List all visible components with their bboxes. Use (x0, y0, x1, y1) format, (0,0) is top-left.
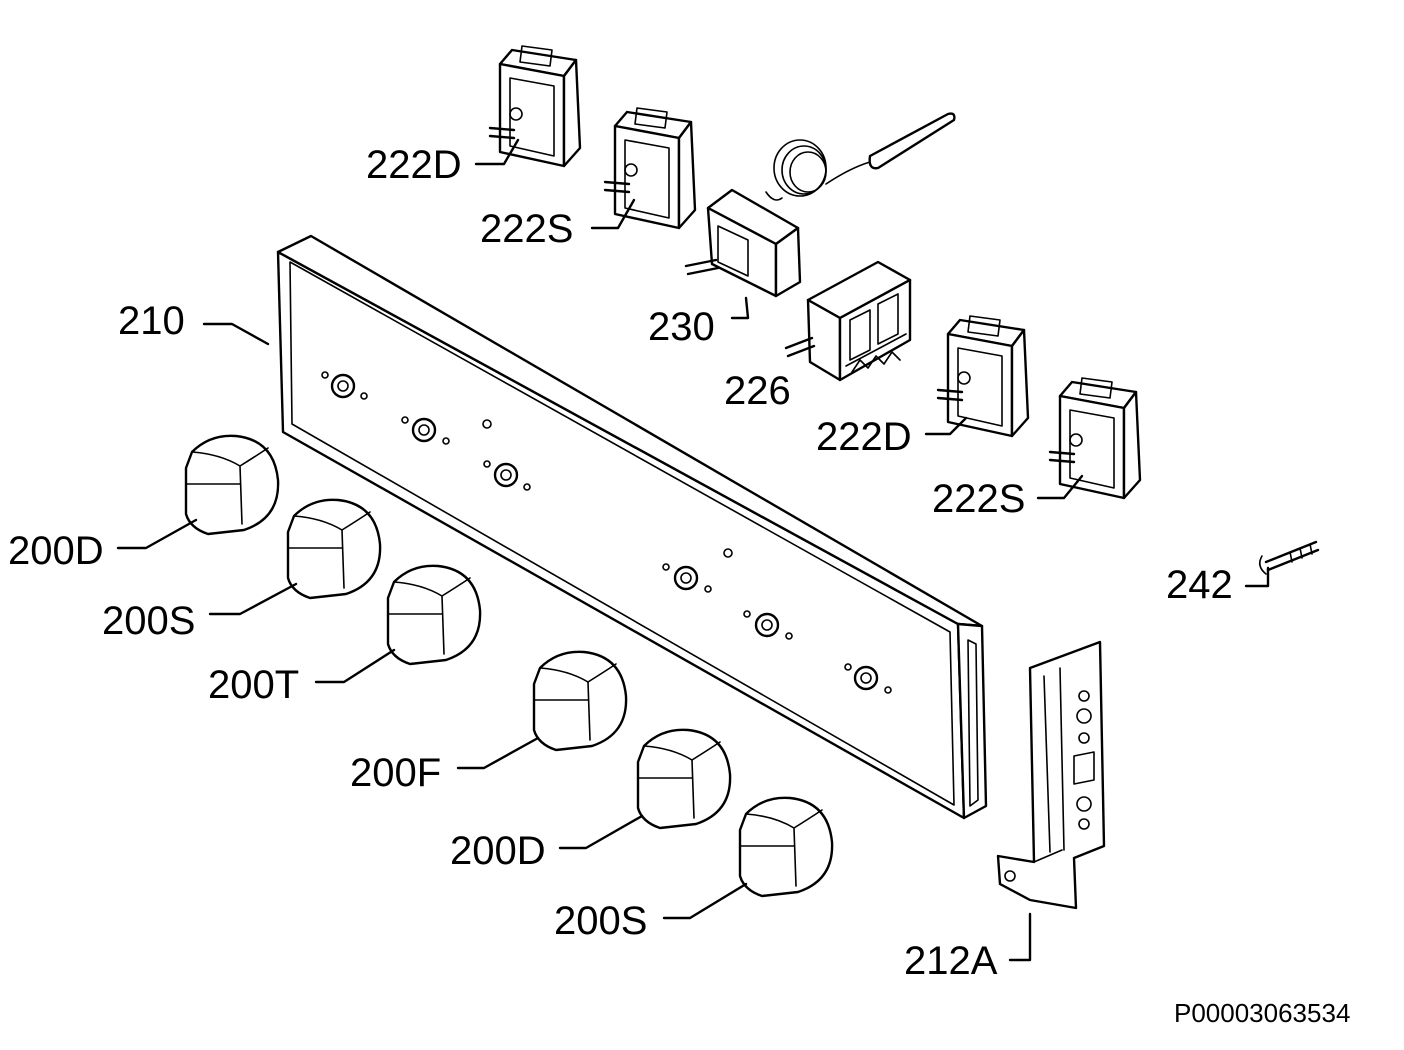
knob-200T (386, 564, 482, 666)
label-242: 242 (1166, 563, 1233, 607)
label-200S-1: 200S (102, 599, 195, 643)
regulator-222D-right (936, 315, 1030, 438)
label-222S-top: 222S (480, 207, 573, 251)
bracket-212A (996, 640, 1106, 910)
drawing-code: P00003063534 (1174, 998, 1350, 1028)
leader-lines (116, 138, 1270, 962)
regulator-222S-right (1048, 377, 1142, 500)
label-200F: 200F (350, 751, 441, 795)
knob-200D-1 (184, 434, 280, 536)
screw-242 (1258, 540, 1320, 575)
knob-200S-2 (738, 796, 834, 898)
panel-knob-holes (321, 371, 892, 694)
knob-200S-1 (286, 498, 382, 600)
regulator-222D-top (488, 45, 582, 168)
label-222D-right: 222D (816, 415, 912, 459)
label-226: 226 (724, 369, 791, 413)
label-200T: 200T (208, 663, 299, 707)
selector-switch-226 (784, 260, 912, 382)
label-200D-1: 200D (8, 529, 104, 573)
label-222D-top: 222D (366, 143, 462, 187)
label-200S-2: 200S (554, 899, 647, 943)
thermostat-230 (684, 112, 956, 298)
label-212A: 212A (904, 939, 998, 983)
label-230: 230 (648, 305, 715, 349)
label-210: 210 (118, 299, 185, 343)
regulators (488, 45, 1142, 500)
knob-200D-2 (636, 728, 732, 830)
label-222S-right: 222S (932, 477, 1025, 521)
control-panel-210 (276, 234, 988, 820)
regulator-222S-top (603, 107, 697, 230)
knobs (184, 434, 834, 898)
callout-labels: 222D 222S 230 210 226 222D 222S 200D 200… (8, 143, 1350, 1028)
label-200D-2: 200D (450, 829, 546, 873)
knob-200F (532, 650, 628, 752)
